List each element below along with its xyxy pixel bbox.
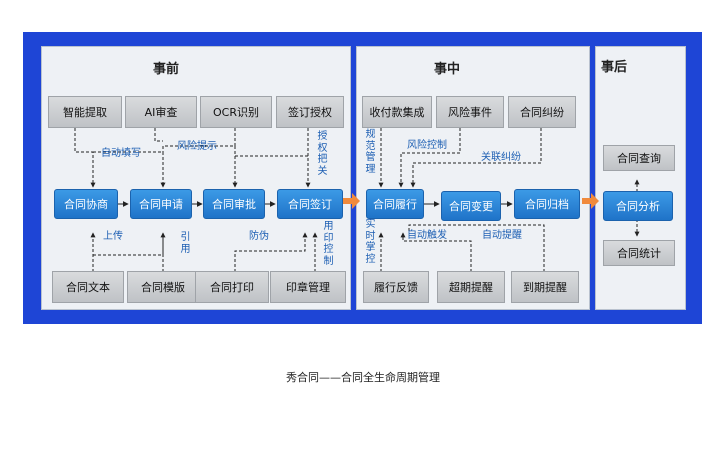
- connector-lines: [74, 128, 640, 277]
- contract-signing-box: 合同签订: [277, 189, 343, 219]
- expiry-reminder-box: 到期提醒: [511, 271, 579, 303]
- during-panel: [356, 46, 590, 310]
- contract-query-box: 合同查询: [603, 145, 675, 171]
- overdue-reminder-box: 超期提醒: [437, 271, 505, 303]
- label-seal-control: 用印控制: [323, 221, 334, 267]
- label-norm-management: 规范管理: [365, 129, 376, 175]
- after-panel: [595, 46, 686, 310]
- label-auto-fill: 自动填写: [101, 148, 141, 159]
- contract-analysis-box: 合同分析: [603, 191, 673, 221]
- label-risk-hint: 风险提示: [177, 141, 217, 152]
- contract-archive-box: 合同归档: [514, 189, 580, 219]
- label-cite: 引用: [180, 232, 191, 255]
- contract-dispute-box: 合同纠纷: [508, 96, 576, 128]
- contract-application-box: 合同申请: [130, 189, 192, 219]
- contract-approval-box: 合同审批: [203, 189, 265, 219]
- label-authorize-check: 授权把关: [317, 131, 328, 177]
- risk-event-box: 风险事件: [436, 96, 504, 128]
- seal-management-box: 印章管理: [270, 271, 346, 303]
- smart-extract-box: 智能提取: [48, 96, 122, 128]
- diagram-caption: 秀合同——合同全生命周期管理: [286, 371, 440, 384]
- contract-text-box: 合同文本: [52, 271, 124, 303]
- contract-template-box: 合同模版: [127, 271, 199, 303]
- ai-review-box: AI审查: [125, 96, 197, 128]
- label-realtime-control: 实时掌控: [365, 219, 376, 265]
- contract-negotiation-box: 合同协商: [54, 189, 118, 219]
- label-upload: 上传: [103, 231, 123, 242]
- stage-before-title: 事前: [153, 62, 180, 77]
- label-risk-control: 风险控制: [407, 140, 447, 151]
- label-auto-trigger: 自动触发: [407, 230, 447, 241]
- contract-print-box: 合同打印: [195, 271, 269, 303]
- ocr-recognition-box: OCR识别: [200, 96, 272, 128]
- payment-integration-box: 收付款集成: [362, 96, 432, 128]
- contract-change-box: 合同变更: [441, 191, 501, 221]
- performance-feedback-box: 履行反馈: [363, 271, 429, 303]
- diagram-frame: 事前 事中 事后: [23, 32, 702, 324]
- stage-after-title: 事后: [601, 60, 628, 75]
- stage-during-title: 事中: [434, 62, 461, 77]
- label-anti-fake: 防伪: [249, 231, 269, 242]
- label-auto-remind: 自动提醒: [482, 230, 522, 241]
- contract-performance-box: 合同履行: [366, 189, 424, 219]
- label-related-dispute: 关联纠纷: [481, 152, 521, 163]
- contract-statistics-box: 合同统计: [603, 240, 675, 266]
- sign-authorize-box: 签订授权: [276, 96, 344, 128]
